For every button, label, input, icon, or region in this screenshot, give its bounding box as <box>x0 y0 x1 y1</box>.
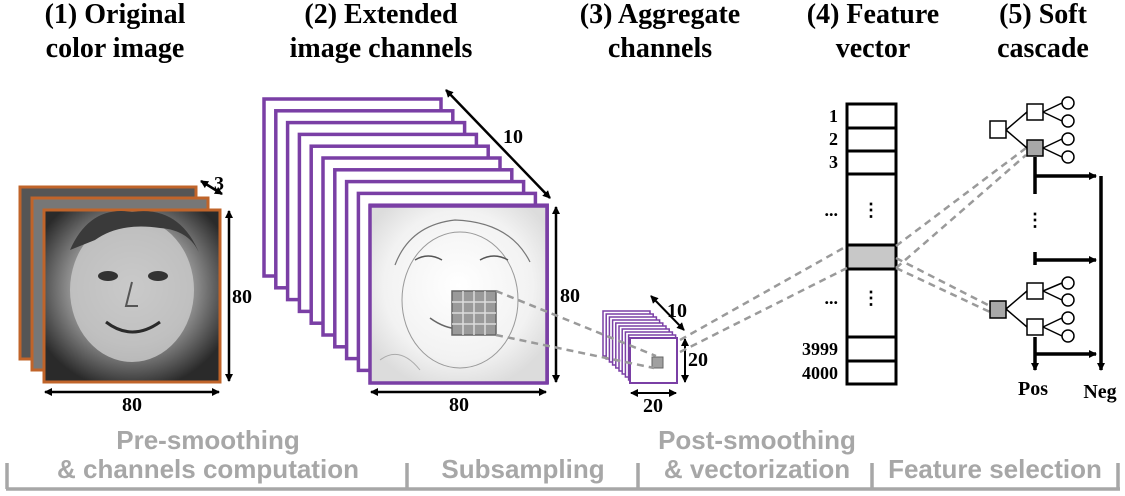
stage-title-3-line2: channels <box>608 33 712 64</box>
pooling-grid <box>451 290 497 336</box>
feature-index-label: ... <box>825 288 839 308</box>
extended-height-label: 80 <box>560 285 580 307</box>
stage-title-4: (4) Feature vector <box>807 0 939 64</box>
original-width-label: 80 <box>122 394 142 416</box>
phase-bracket <box>5 463 1120 491</box>
extended-front-channel <box>368 204 549 385</box>
original-depth-arrow <box>200 179 223 196</box>
feature-vector-ellipsis-bottom: ⋮ <box>862 288 880 308</box>
feature-index-label: 4000 <box>802 363 838 383</box>
feature-index-label: ... <box>825 200 839 220</box>
phase-post-line1: Post-smoothing <box>658 425 856 455</box>
cascade-ellipsis: ⋮ <box>1026 210 1044 230</box>
aggregate-width-label: 20 <box>643 395 663 417</box>
phase-pre-line2: & channels computation <box>57 454 359 484</box>
aggregate-depth-label: 10 <box>667 300 687 322</box>
aggregate-depth-arrow <box>650 295 685 331</box>
phase-labels: Pre-smoothing & channels computation Sub… <box>57 425 1102 484</box>
feature-vector: ⋮ ⋮ <box>845 102 898 386</box>
feature-index-label: 2 <box>829 129 838 149</box>
feature-selected-cell <box>845 243 898 271</box>
stage-title-5-line2: cascade <box>997 33 1089 64</box>
extended-width-label: 80 <box>449 394 469 416</box>
vectorization-links <box>679 244 848 354</box>
stage-title-2-line2: image channels <box>290 33 473 64</box>
aggregate-cell <box>651 356 664 369</box>
feature-index-label: 1 <box>829 106 838 126</box>
stage-title-4-line1: (4) Feature <box>807 0 939 30</box>
aggregate-front-channel <box>629 337 678 384</box>
stage-title-1-line1: (1) Original <box>45 0 186 30</box>
feature-index-label: 3 <box>829 152 838 172</box>
cascade-neg-label: Neg <box>1083 381 1116 403</box>
stage-title-1-line2: color image <box>46 33 185 64</box>
stage-title-5-line1: (5) Soft <box>999 0 1088 30</box>
selection-links <box>895 147 1027 314</box>
original-image-stack: 3 80 80 <box>18 173 252 416</box>
stage-title-3-line1: (3) Aggregate <box>580 0 740 30</box>
stage-title-5: (5) Soft cascade <box>997 0 1089 64</box>
stage-title-1: (1) Original color image <box>45 0 186 64</box>
phase-pre-line1: Pre-smoothing <box>116 425 299 455</box>
stage-title-4-line2: vector <box>836 33 911 64</box>
stage-title-2-line1: (2) Extended <box>304 0 458 30</box>
cascade-tree-top <box>989 96 1075 164</box>
phase-post-line2: & vectorization <box>664 454 850 484</box>
feature-vector-ellipsis-top: ⋮ <box>862 200 880 220</box>
aggregate-height-label: 20 <box>688 349 708 371</box>
stage-title-2: (2) Extended image channels <box>290 0 473 64</box>
extended-depth-label: 10 <box>503 126 523 148</box>
soft-cascade: ⋮ Pos Neg <box>989 96 1117 403</box>
original-depth-label: 3 <box>214 173 224 195</box>
pooling-links <box>495 289 657 370</box>
phase-selection: Feature selection <box>888 454 1102 484</box>
phase-subsampling: Subsampling <box>441 454 604 484</box>
stage-title-3: (3) Aggregate channels <box>580 0 740 64</box>
cascade-tree-bottom <box>989 276 1075 343</box>
original-face-image <box>42 208 222 384</box>
cascade-flow <box>1031 157 1105 371</box>
extended-depth-arrow <box>445 89 551 199</box>
feature-index-label: 3999 <box>802 339 838 359</box>
original-height-label: 80 <box>232 286 252 308</box>
cascade-pos-label: Pos <box>1018 378 1048 400</box>
feature-index-labels: 1 2 3 ... ... 3999 4000 <box>802 106 838 383</box>
